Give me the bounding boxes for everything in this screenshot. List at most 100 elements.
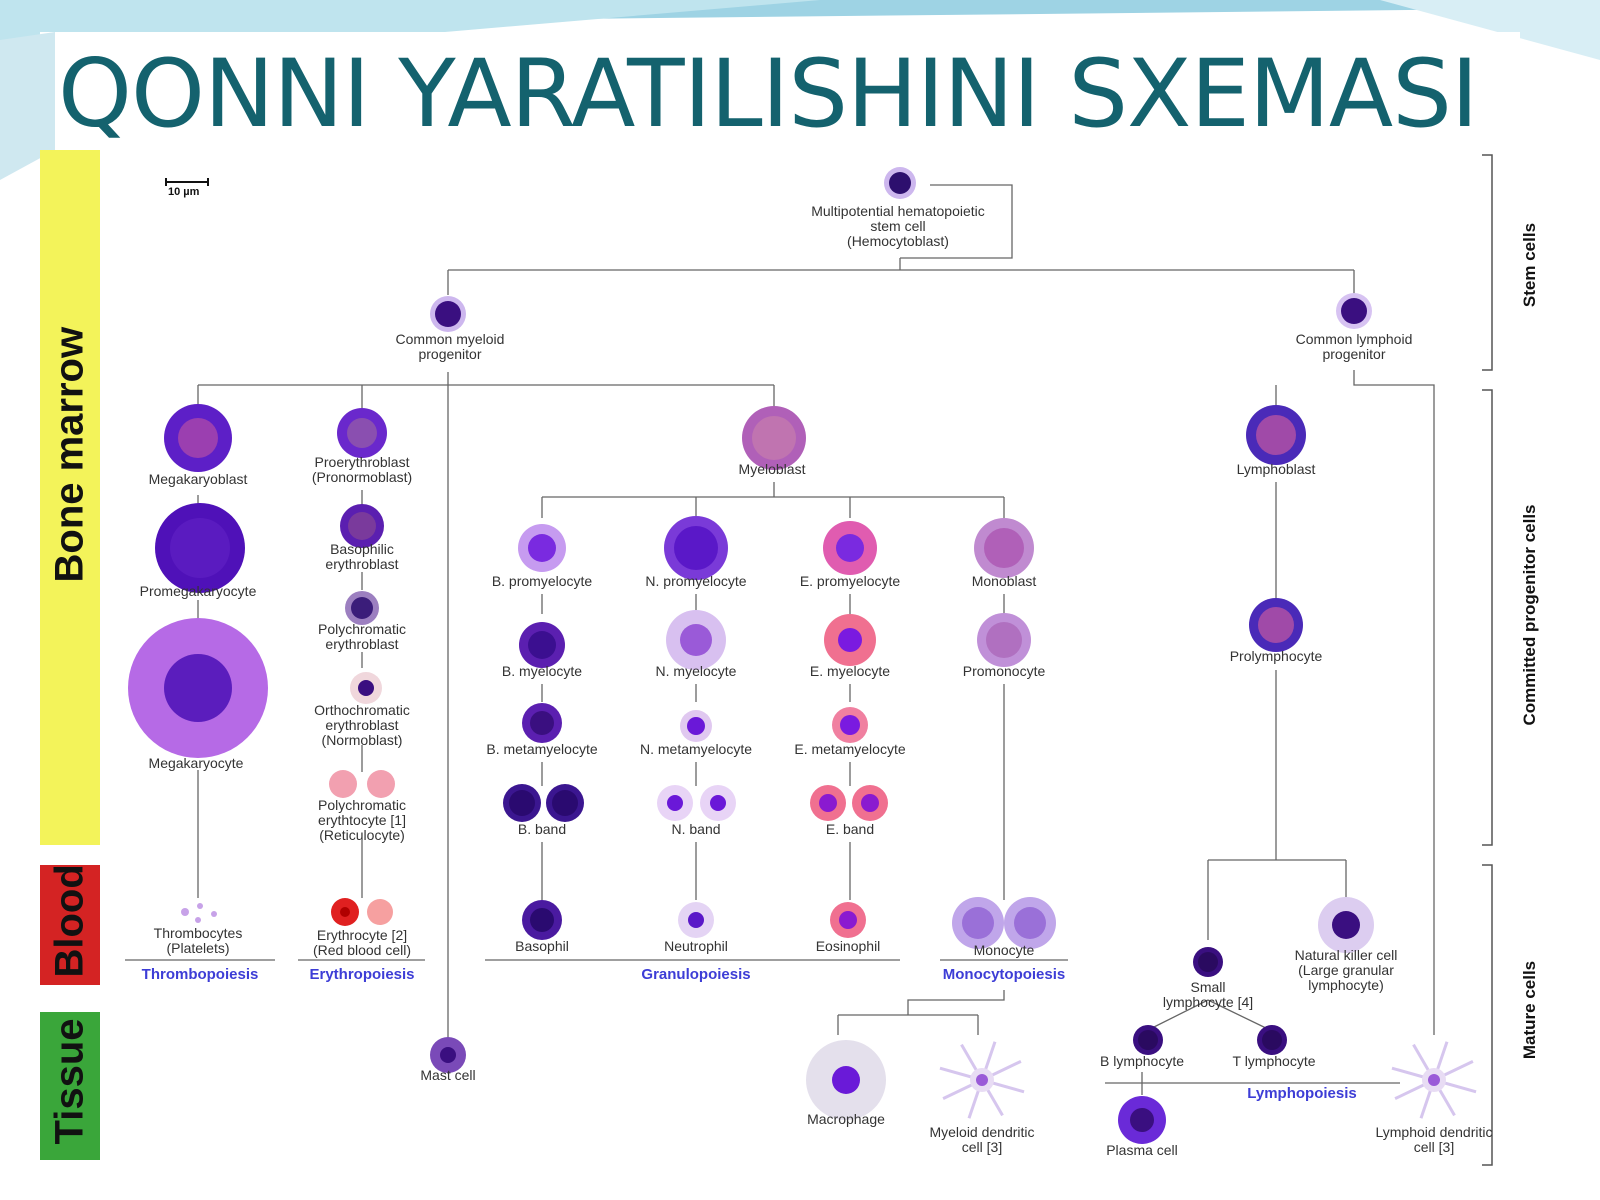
label-e-metamyelocyte: E. metamyelocyte xyxy=(794,741,906,757)
section-label-stem-cells: Stem cells xyxy=(1520,222,1539,308)
t-lymphocyte-icon xyxy=(1257,1025,1287,1055)
b-band-icon xyxy=(503,784,541,822)
label-myeloblast: Myeloblast xyxy=(738,461,806,477)
connector-line xyxy=(541,482,1005,518)
label-thrombocytes: Thrombocytes(Platelets) xyxy=(153,925,243,956)
macrophage-icon xyxy=(806,1040,886,1120)
orthochromatic-erythroblast-icon xyxy=(350,672,382,704)
group-granulopoiesis: Granulopoiesis xyxy=(641,966,751,983)
mature-bracket xyxy=(1482,864,1493,1166)
eosinophil-icon xyxy=(830,902,866,938)
scale-bar-icon xyxy=(165,178,209,186)
connector-line xyxy=(837,990,1005,1035)
section-label-committed: Committed progenitor cells xyxy=(1520,504,1539,726)
section-label-tissue: Tissue xyxy=(47,1018,92,1145)
label-b-myelocyte: B. myelocyte xyxy=(501,663,583,679)
label-n-metamyelocyte: N. metamyelocyte xyxy=(639,741,753,757)
myeloid-dendritic-icon xyxy=(970,1068,994,1092)
proerythroblast-icon xyxy=(337,408,387,458)
group-thrombopoiesis: Thrombopoiesis xyxy=(141,966,259,983)
myeloblast-icon xyxy=(742,406,806,470)
neutrophil-icon xyxy=(678,902,714,938)
monocyte-icon xyxy=(952,897,1004,949)
label-monoblast: Monoblast xyxy=(971,573,1037,589)
label-monocyte: Monocyte xyxy=(973,942,1035,958)
label-e-promyelocyte: E. promyelocyte xyxy=(799,573,901,589)
platelet-3-icon xyxy=(211,911,217,917)
b-band-2-icon xyxy=(546,784,584,822)
monoblast-icon xyxy=(974,518,1034,578)
connector-line xyxy=(1207,482,1347,940)
small-lymphocyte-icon xyxy=(1193,947,1223,977)
promonocyte-icon xyxy=(977,613,1031,667)
section-label-mature: Mature cells xyxy=(1520,960,1539,1060)
polychromatic-erythroblast-icon xyxy=(345,591,379,625)
promegakaryocyte-icon xyxy=(155,503,245,593)
group-erythropoiesis: Erythropoiesis xyxy=(309,966,415,983)
stem-bracket xyxy=(1482,154,1493,371)
reticulocyte-icon xyxy=(329,770,357,798)
section-label-bone-marrow: Bone marrow xyxy=(47,326,92,583)
label-basophil: Basophil xyxy=(515,938,569,954)
label-macrophage: Macrophage xyxy=(807,1111,885,1127)
prolymphocyte-icon xyxy=(1249,598,1303,652)
connector-line xyxy=(541,594,1005,614)
mast-cell-icon xyxy=(430,1037,466,1073)
label-b-promyelocyte: B. promyelocyte xyxy=(491,573,593,589)
cmp-icon xyxy=(430,296,466,332)
label-mast-cell: Mast cell xyxy=(420,1067,476,1083)
label-n-band: N. band xyxy=(671,821,721,837)
label-b-band: B. band xyxy=(517,821,567,837)
clp-icon xyxy=(1336,293,1372,329)
connector-line xyxy=(541,684,851,702)
e-metamyelocyte-icon xyxy=(832,707,868,743)
lymphoid-dendritic-icon xyxy=(1422,1068,1446,1092)
label-t-lymphocyte: T lymphocyte xyxy=(1232,1053,1316,1069)
label-b-metamyelocyte: B. metamyelocyte xyxy=(486,741,598,757)
connector-line xyxy=(1141,999,1271,1095)
connector-line xyxy=(197,384,775,418)
tissue-bar xyxy=(40,1012,100,1160)
label-plasma-cell: Plasma cell xyxy=(1106,1142,1178,1158)
label-prolymphocyte: Prolymphocyte xyxy=(1229,648,1323,664)
b-metamyelocyte-icon xyxy=(522,703,562,743)
reticulocyte-2-icon xyxy=(367,770,395,798)
e-myelocyte-icon xyxy=(824,614,876,666)
label-lymphoblast: Lymphoblast xyxy=(1236,461,1316,477)
lymphoblast-icon xyxy=(1246,405,1306,465)
label-e-band: E. band xyxy=(825,821,875,837)
group-lymphopoiesis: Lymphopoiesis xyxy=(1247,1085,1357,1102)
n-band-2-icon xyxy=(700,785,736,821)
platelet-icon xyxy=(181,908,189,916)
label-proerythroblast: Proerythroblast(Pronormoblast) xyxy=(311,454,413,485)
label-n-promyelocyte: N. promyelocyte xyxy=(645,573,747,589)
nk-cell-icon xyxy=(1318,897,1374,953)
label-promegakaryocyte: Promegakaryocyte xyxy=(139,583,257,599)
label-eosinophil: Eosinophil xyxy=(815,938,881,954)
connector-line xyxy=(125,959,1400,1084)
plasma-cell-icon xyxy=(1118,1096,1166,1144)
section-label-blood: Blood xyxy=(47,864,92,978)
e-promyelocyte-icon xyxy=(823,521,877,575)
label-e-myelocyte: E. myelocyte xyxy=(809,663,891,679)
connector-line xyxy=(900,184,1013,259)
stem-cell-icon xyxy=(884,167,916,199)
erythrocyte-icon xyxy=(331,898,359,926)
platelet-4-icon xyxy=(195,917,201,923)
connector-line xyxy=(541,684,1005,900)
e-band-2-icon xyxy=(852,785,888,821)
erythrocyte-2-icon xyxy=(367,899,393,925)
label-erythrocyte: Erythrocyte [2](Red blood cell) xyxy=(312,927,412,958)
scale-bar-label: 10 µm xyxy=(168,186,200,198)
label-promonocyte: Promonocyte xyxy=(962,663,1046,679)
label-megakaryoblast: Megakaryoblast xyxy=(148,471,248,487)
label-b-lymphocyte: B lymphocyte xyxy=(1099,1053,1185,1069)
